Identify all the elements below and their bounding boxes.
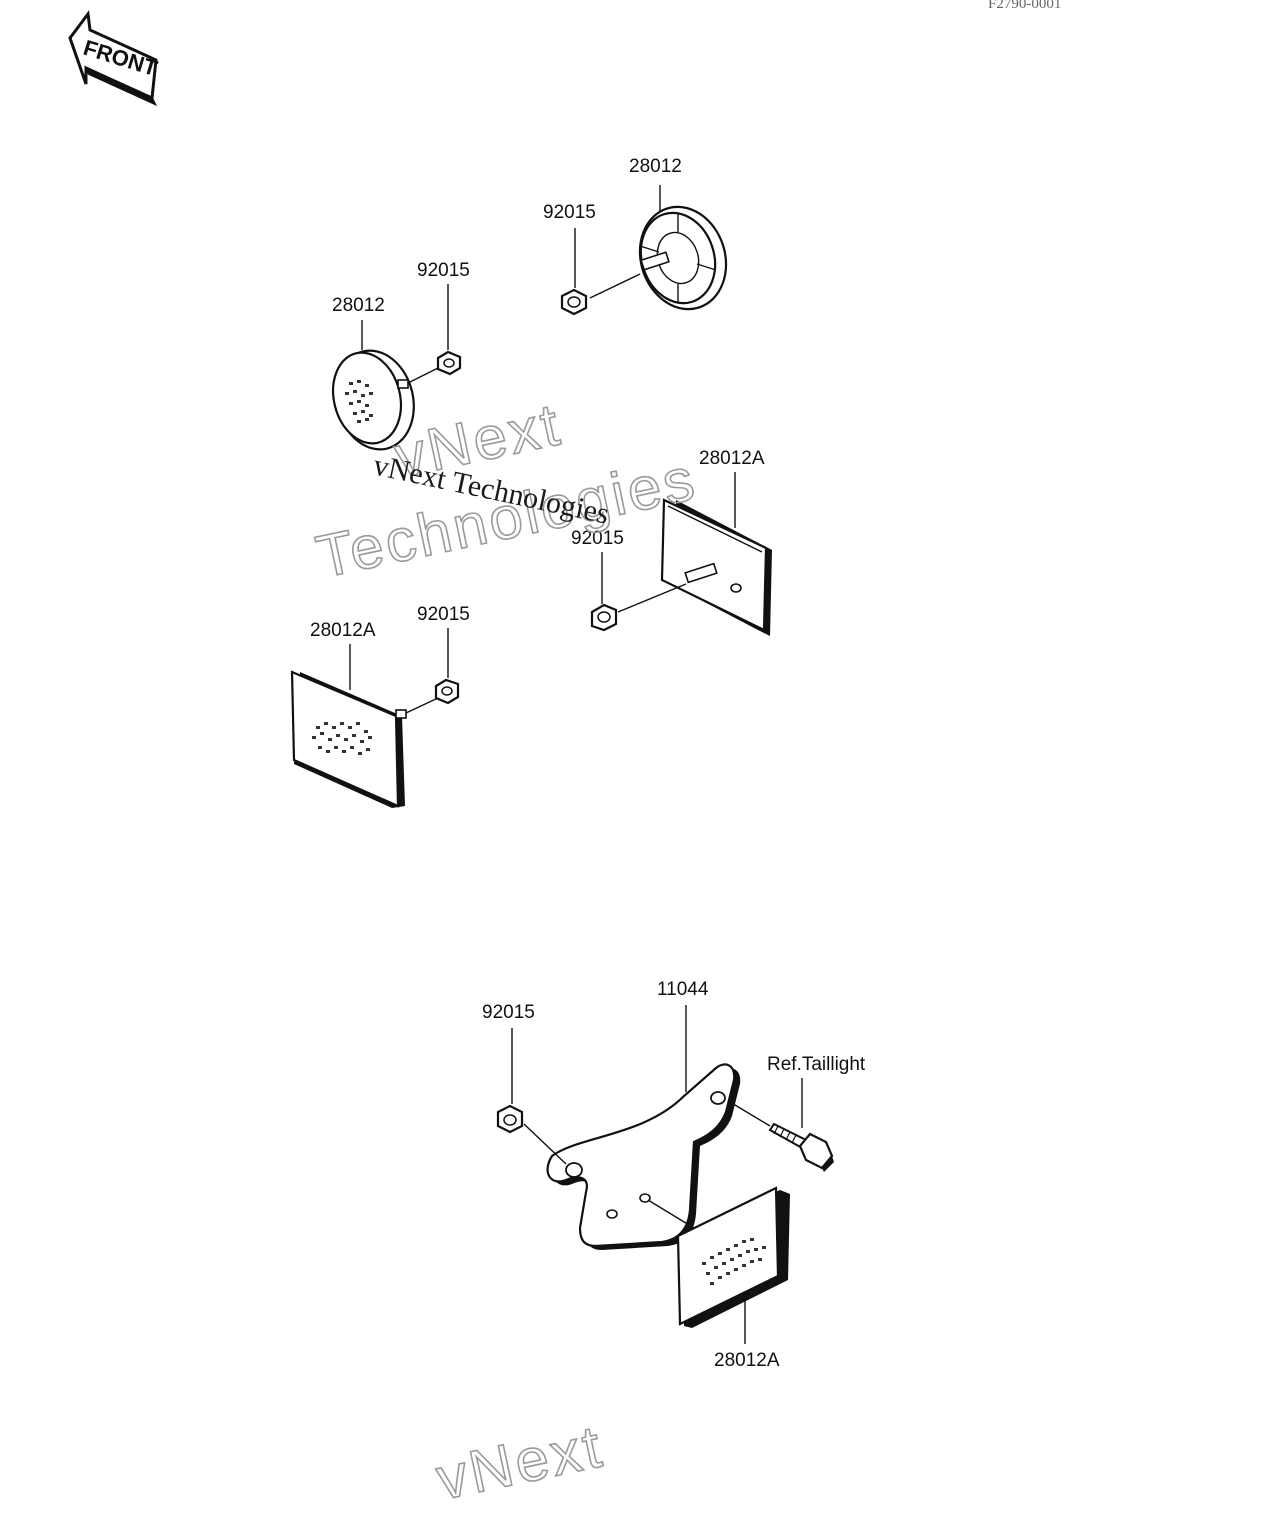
- leader-line: [407, 367, 439, 384]
- part-label-92015-bracket: 92015: [482, 1002, 535, 1023]
- leader-line: [523, 1123, 567, 1165]
- round-reflector-upper: [638, 205, 728, 311]
- part-label-92015-rect-left: 92015: [417, 604, 470, 625]
- rect-reflector-left: [290, 670, 407, 808]
- flange-nut-upper: [560, 288, 588, 316]
- flange-nut-rect-left: [434, 678, 460, 705]
- leader-line: [405, 697, 439, 714]
- license-bracket: [546, 1063, 741, 1250]
- part-label-28012-left: 28012: [332, 295, 385, 316]
- leader-line: [617, 583, 687, 613]
- part-label-ref-taillight: Ref.Taillight: [767, 1054, 866, 1075]
- flange-nut-left: [436, 350, 462, 376]
- round-reflector-left: [332, 349, 415, 451]
- part-label-28012A-left: 28012A: [310, 620, 376, 641]
- rect-reflector-bracket: [676, 1186, 790, 1328]
- part-label-28012A-right: 28012A: [699, 448, 765, 469]
- leader-line: [589, 273, 641, 299]
- leader-line: [647, 1199, 695, 1229]
- taillight-bolt: [768, 1122, 834, 1172]
- part-label-28012A-bracket: 28012A: [714, 1350, 780, 1371]
- part-label-92015-rect-right: 92015: [571, 528, 624, 549]
- reference-code: F2790-0001: [988, 0, 1061, 12]
- flange-nut-rect-right: [590, 603, 618, 632]
- part-label-92015-upper: 92015: [543, 202, 596, 223]
- rect-reflector-right: [660, 498, 772, 636]
- part-label-92015-left: 92015: [417, 260, 470, 281]
- part-label-28012-upper: 28012: [629, 156, 682, 177]
- flange-nut-bracket: [496, 1104, 524, 1134]
- leader-line: [729, 1101, 771, 1127]
- part-label-11044: 11044: [657, 979, 709, 1000]
